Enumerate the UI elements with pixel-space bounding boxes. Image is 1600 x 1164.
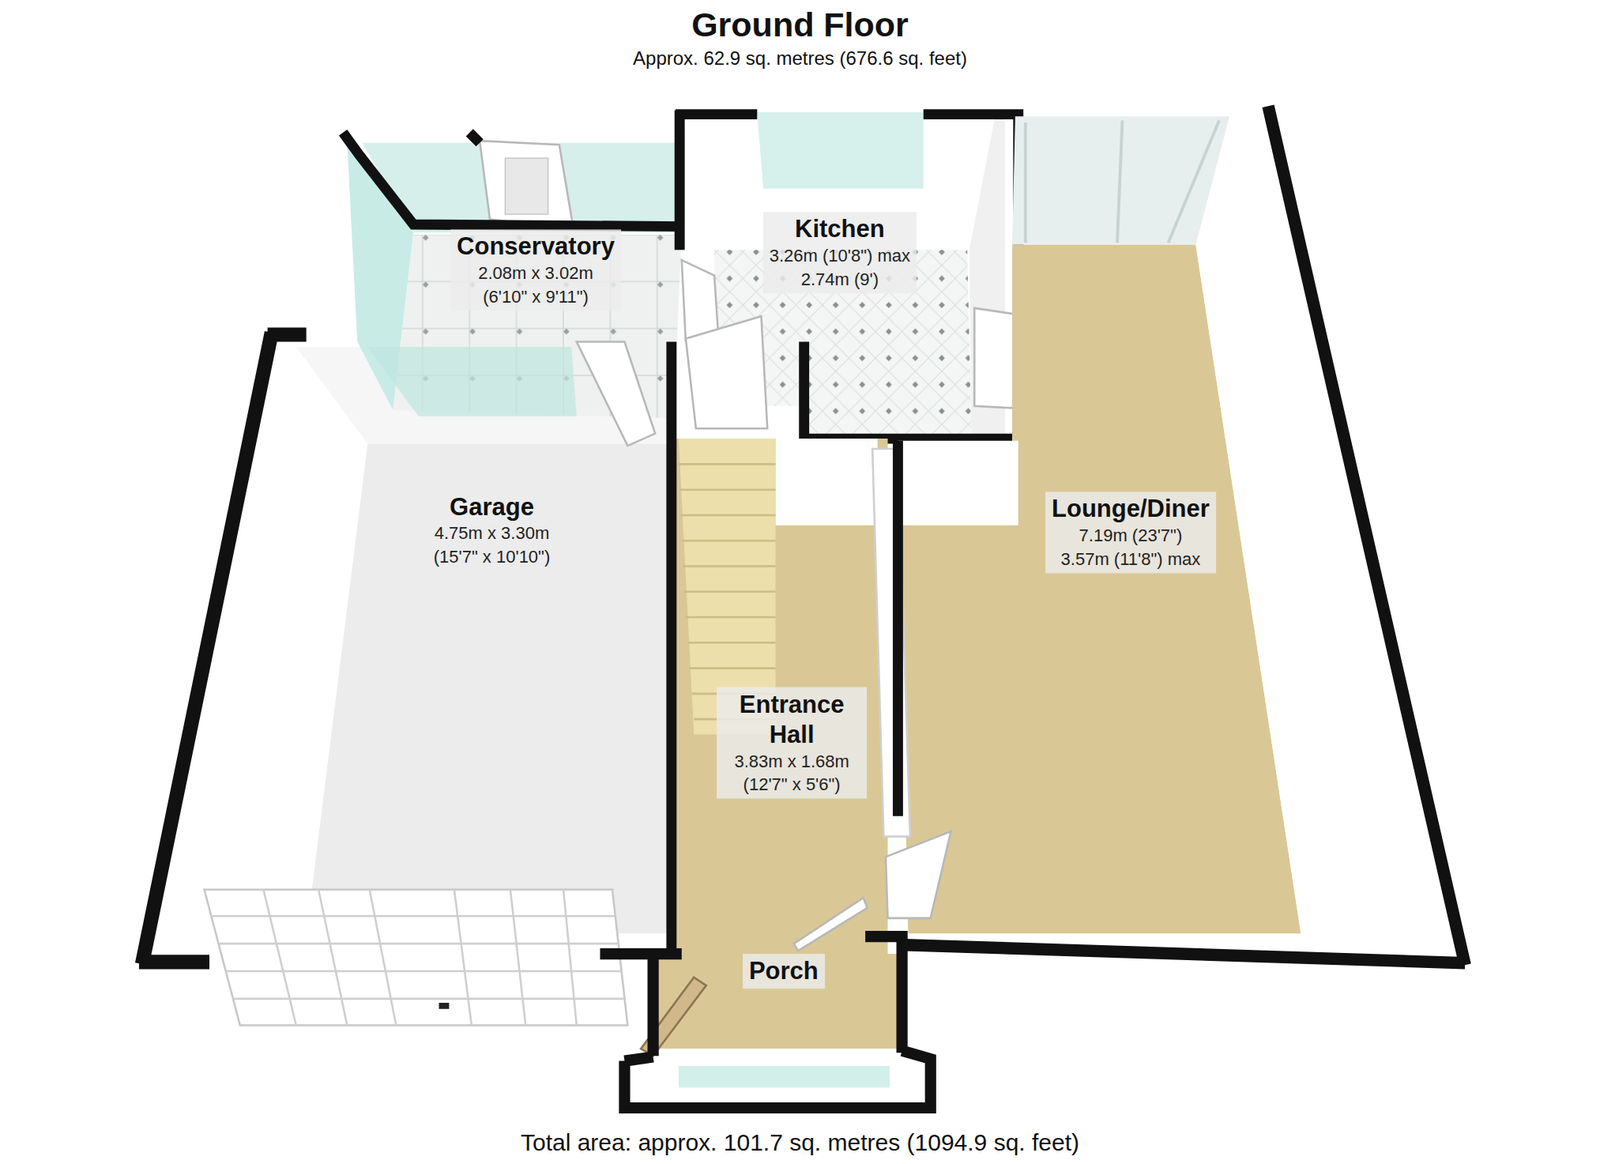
hall-divider-wall (872, 448, 911, 837)
garage-floor (306, 444, 669, 934)
room-dimension: 2.08m x 3.02m (456, 261, 615, 286)
conservatory-door-glass (504, 158, 548, 215)
conservatory-door (479, 140, 574, 230)
garage (139, 332, 669, 1026)
conservatory-front-glass (367, 346, 577, 417)
room-label: Entrance Hall3.83m x 1.68m(12'7" x 5'6") (716, 687, 867, 799)
room-name: Entrance Hall (722, 689, 861, 750)
area-note: Approx. 62.9 sq. metres (676.6 sq. feet) (632, 47, 968, 70)
conservatory-wall-line (342, 132, 684, 227)
garage-inner-door (576, 341, 656, 446)
room-dimension: 7.19m (23'7") (1051, 523, 1210, 548)
kitchen-wall-line (675, 109, 1023, 441)
room-dimension: (15'7" x 10'10") (433, 545, 551, 569)
lounge-door (885, 831, 952, 919)
entrance-hall (671, 316, 952, 954)
room-dimension: (6'10" x 9'11") (456, 285, 615, 309)
room-name: Kitchen (769, 214, 911, 245)
hall-top-door (685, 316, 768, 429)
room-label: Kitchen3.26m (10'8") max2.74m (9') (763, 212, 917, 294)
room-label: Conservatory2.08m x 3.02m(6'10" x 9'11") (450, 229, 622, 312)
room-label: Lounge/Diner7.19m (23'7")3.57m (11'8") m… (1045, 492, 1216, 574)
kitchen (675, 109, 1043, 441)
lounge-diner (897, 105, 1465, 965)
stair-treads (678, 463, 776, 720)
garage-door-grid (212, 889, 625, 1026)
total-area-caption: Total area: approx. 101.7 sq. metres (10… (520, 1129, 1080, 1156)
room-dimension: 3.83m x 1.68m (722, 749, 861, 773)
kitchen-window (756, 112, 923, 189)
lounge-back-windows (1012, 116, 1230, 245)
room-dimension: 3.26m (10'8") max (769, 244, 911, 268)
garage-door-handle (438, 1002, 449, 1009)
garage-door (204, 889, 629, 1026)
room-name: Porch (749, 956, 819, 987)
porch-window (678, 1065, 890, 1088)
porch (599, 897, 930, 1108)
porch-inner-door (794, 897, 868, 951)
lounge-wall-line (897, 105, 1465, 965)
garage-left-wall (163, 346, 368, 934)
room-dimension: 3.57m (11'8") max (1051, 547, 1210, 572)
lounge-right-wall (1195, 109, 1449, 954)
hall-floor (673, 438, 888, 954)
lounge-window-frames (1025, 120, 1220, 243)
garage-wall-line (139, 332, 307, 964)
hall-back-wall (775, 438, 878, 526)
hall-wall-line (671, 341, 899, 954)
porch-wall-line (599, 936, 930, 1108)
lounge-upper-wall (897, 440, 1018, 526)
room-dimension: 4.75m x 3.30m (433, 522, 551, 546)
conservatory (342, 132, 684, 446)
room-label: Porch (742, 954, 825, 990)
room-name: Garage (433, 492, 551, 523)
garage-door-panel (204, 889, 629, 1026)
room-dimension: (12'7" x 5'6") (722, 772, 861, 797)
room-dimension: 2.74m (9') (769, 267, 911, 292)
room-label: Garage4.75m x 3.30m(15'7" x 10'10") (427, 489, 558, 572)
room-name: Conservatory (456, 232, 615, 263)
plan-title: Ground Floor (691, 4, 909, 44)
room-name: Lounge/Diner (1051, 494, 1210, 525)
